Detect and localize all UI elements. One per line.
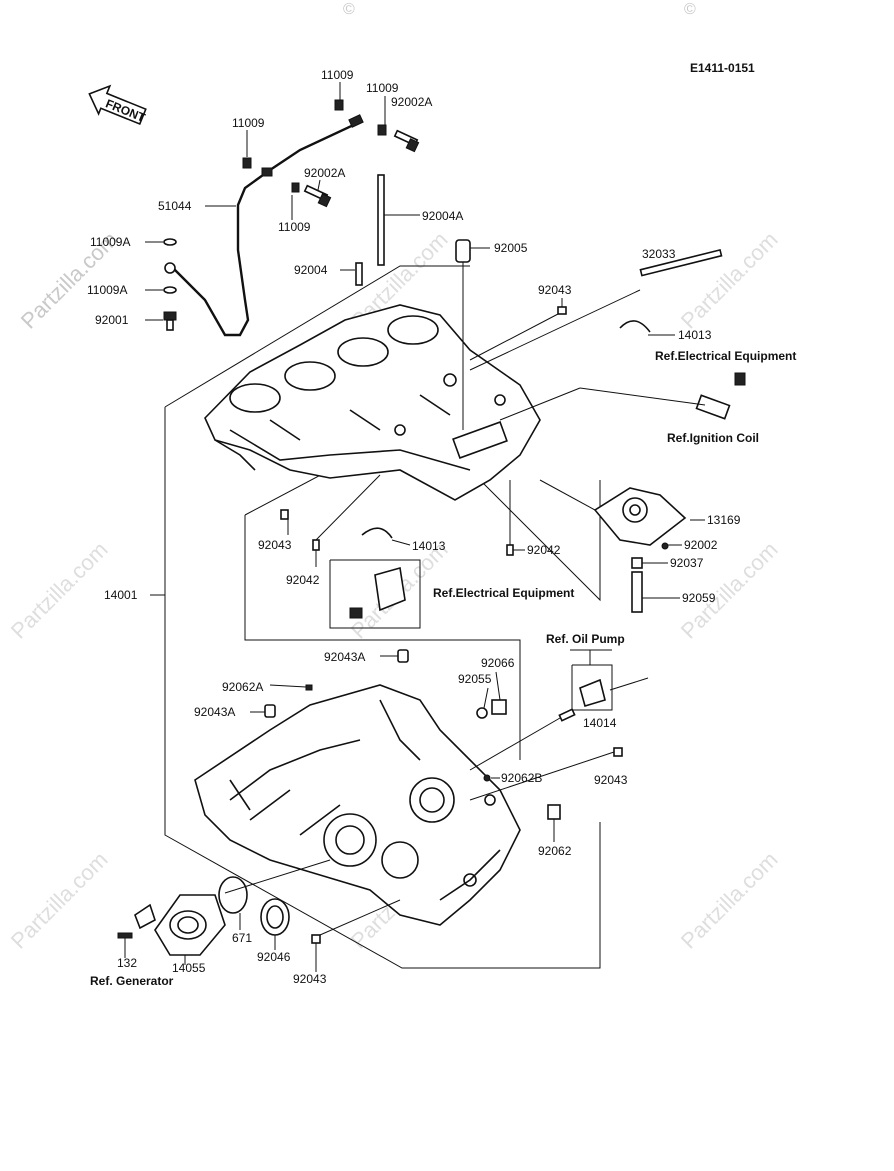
part-label-92004: 92004 [294, 263, 328, 277]
washer-icon [163, 238, 177, 246]
pin-icon [506, 544, 514, 556]
watermark-text: Partzilla.com [676, 227, 783, 334]
part-label-92043: 92043 [538, 283, 572, 297]
pin-icon [280, 509, 289, 520]
part-label-92042: 92042 [286, 573, 320, 587]
seal-icon [361, 527, 393, 539]
part-label-13169: 13169 [707, 513, 741, 527]
generator-cover-icon [117, 894, 226, 956]
part-label-92002A: 92002A [391, 95, 432, 109]
part-label-92043: 92043 [258, 538, 292, 552]
oil-pump-bracket-icon [469, 649, 649, 771]
ref-oil-pump: Ref. Oil Pump [546, 632, 625, 646]
part-label-92062: 92062 [538, 844, 572, 858]
part-label-92043A: 92043A [194, 705, 235, 719]
plug-icon [483, 774, 491, 782]
part-label-92037: 92037 [670, 556, 704, 570]
banjo-bolt-icon [163, 311, 177, 331]
part-label-92002: 92002 [684, 538, 718, 552]
plug-icon [491, 699, 507, 715]
part-label-14013: 14013 [412, 539, 446, 553]
part-label-92062B: 92062B [501, 771, 542, 785]
pin-icon [613, 747, 623, 757]
part-label-92055: 92055 [458, 672, 492, 686]
part-label-92043: 92043 [293, 972, 327, 986]
part-label-11009A: 11009A [90, 235, 130, 249]
part-label-11009: 11009 [366, 81, 399, 95]
part-label-92046: 92046 [257, 950, 291, 964]
pipe-icon [631, 571, 643, 613]
leader-lines [124, 82, 705, 972]
washer-icon [163, 286, 177, 294]
dowel-icon [264, 704, 276, 718]
part-label-11009: 11009 [232, 116, 265, 130]
pin-icon [305, 684, 313, 691]
part-label-132: 132 [117, 956, 137, 970]
part-label-92043A: 92043A [324, 650, 365, 664]
pin-icon [312, 539, 320, 551]
small-parts [117, 99, 746, 956]
pin-icon [557, 306, 567, 315]
o-ring-icon [476, 707, 488, 719]
seal-icon [619, 320, 651, 333]
part-label-92002A: 92002A [304, 166, 345, 180]
pin-icon [311, 934, 321, 944]
part-label-92001: 92001 [95, 313, 129, 327]
watermark-copyright: © [684, 1, 696, 18]
plug-icon [455, 239, 471, 263]
watermark-text: Partzilla.com [676, 847, 783, 954]
part-label-92005: 92005 [494, 241, 528, 255]
part-label-14013: 14013 [678, 328, 712, 342]
part-label-14055: 14055 [172, 961, 206, 975]
ref-generator: Ref. Generator [90, 974, 174, 988]
part-label-51044: 51044 [158, 199, 192, 213]
bearing-icon [260, 898, 290, 936]
watermark-copyright: © [343, 1, 355, 18]
diagram-code: E1411-0151 [690, 61, 755, 75]
upper-crankcase [204, 304, 541, 501]
stud-icon [355, 262, 363, 286]
bracket-icon [329, 559, 421, 629]
part-label-11009A: 11009A [87, 283, 127, 297]
oil-hose [164, 114, 364, 337]
ref-electrical-equipment: Ref.Electrical Equipment [433, 586, 574, 600]
part-label-32033: 32033 [642, 247, 676, 261]
shaft-icon [639, 248, 723, 277]
gasket-icon [218, 876, 248, 914]
part-label-92004A: 92004A [422, 209, 463, 223]
part-label-92066: 92066 [481, 656, 515, 670]
plug-icon [547, 804, 561, 820]
front-arrow-icon: FRONT [88, 84, 148, 125]
part-label-11009: 11009 [278, 220, 311, 234]
dowel-icon [397, 649, 409, 663]
ref-electrical-equipment: Ref.Electrical Equipment [655, 349, 796, 363]
washer-icon [242, 157, 252, 169]
part-label-671: 671 [232, 931, 252, 945]
stud-icon [377, 174, 385, 266]
watermark-text: Partzilla.com [6, 847, 113, 954]
part-label-92059: 92059 [682, 591, 716, 605]
part-label-92043: 92043 [594, 773, 628, 787]
lower-crankcase [194, 684, 521, 926]
bolt-icon [393, 129, 420, 153]
watermark-text: Partzilla.com [6, 537, 113, 644]
part-labels: 11009 11009 92002A 11009 92002A 51044 11… [87, 68, 741, 986]
bracket-icon [499, 372, 746, 421]
reference-labels: Ref.Electrical Equipment Ref.Ignition Co… [90, 349, 796, 988]
bolt-icon [303, 184, 332, 208]
part-label-14014: 14014 [583, 716, 617, 730]
part-label-92062A: 92062A [222, 680, 263, 694]
washer-icon [377, 124, 387, 136]
part-label-14001: 14001 [104, 588, 138, 602]
part-label-92042: 92042 [527, 543, 561, 557]
washer-icon [291, 182, 300, 193]
part-label-11009: 11009 [321, 68, 354, 82]
ref-ignition-coil: Ref.Ignition Coil [667, 431, 759, 445]
fitting-icon [631, 557, 643, 569]
cover-icon [539, 479, 687, 550]
washer-icon [334, 99, 344, 111]
